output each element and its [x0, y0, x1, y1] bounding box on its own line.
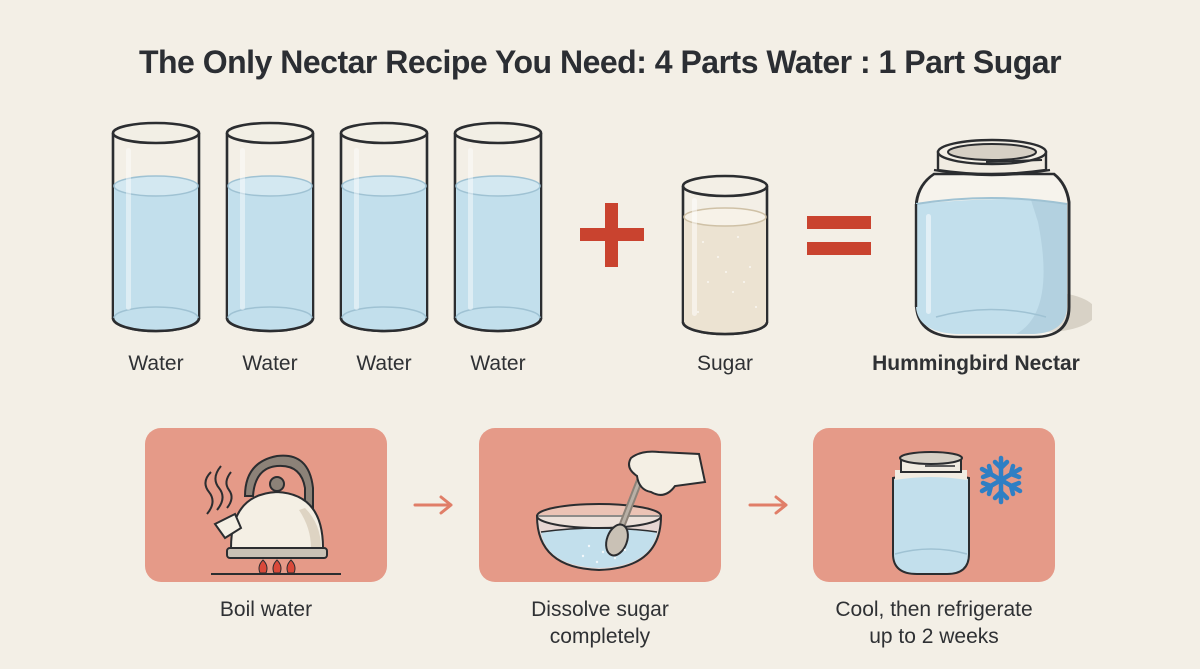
step-label-line: up to 2 weeks — [869, 625, 999, 648]
page-title: The Only Nectar Recipe You Need: 4 Parts… — [138, 44, 1062, 80]
step-card-refrigerate — [813, 428, 1055, 582]
step-label-dissolve: Dissolve sugar completely — [479, 596, 721, 650]
sugar-glass-icon — [681, 174, 769, 336]
jar-snowflake-icon — [892, 451, 1023, 575]
nectar-label: Hummingbird Nectar — [872, 352, 1080, 375]
water-glass-icon — [339, 121, 429, 333]
step-card-dissolve — [479, 428, 721, 582]
arrow-right-icon — [748, 495, 788, 515]
arrow-right-icon — [413, 495, 453, 515]
step-label-boil: Boil water — [145, 596, 387, 623]
water-label-1: Water — [128, 352, 184, 375]
step-label-line: completely — [549, 625, 651, 648]
plus-icon — [580, 203, 644, 267]
step-card-boil — [145, 428, 387, 582]
water-label-3: Water — [356, 352, 412, 375]
water-label-4: Water — [470, 352, 526, 375]
step-label-line: Boil water — [219, 598, 313, 621]
step-label-line: Cool, then refrigerate — [835, 598, 1033, 621]
sugar-label: Sugar — [696, 352, 754, 375]
water-glass-icon — [225, 121, 315, 333]
water-glass-icon — [111, 121, 201, 333]
kettle-on-stove-icon — [204, 454, 341, 575]
equals-icon — [807, 216, 871, 255]
step-label-refrigerate: Cool, then refrigerate up to 2 weeks — [800, 596, 1068, 650]
water-glass-icon — [453, 121, 543, 333]
water-label-2: Water — [242, 352, 298, 375]
bowl-spoon-icon — [535, 450, 707, 572]
step-label-line: Dissolve sugar — [531, 598, 669, 621]
mason-jar-icon — [914, 138, 1092, 339]
